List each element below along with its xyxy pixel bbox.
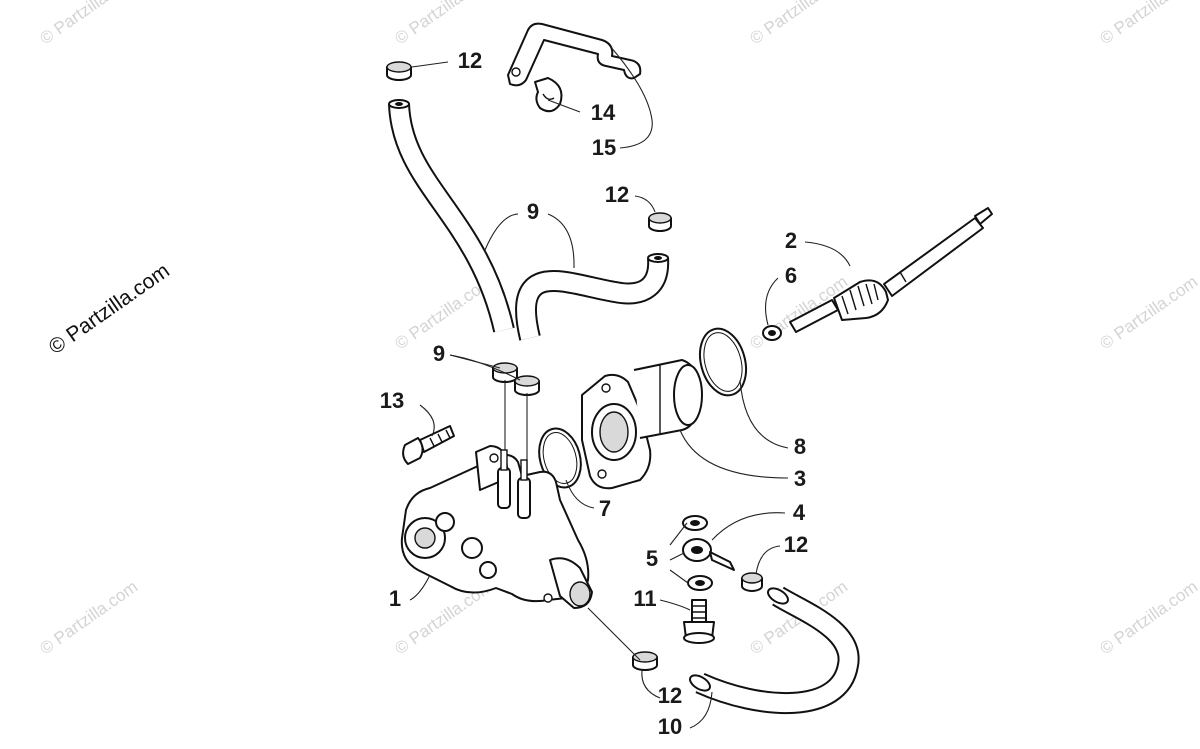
pump-housing-part [581, 359, 703, 490]
watermark-tile: © Partzilla.com [746, 272, 851, 353]
watermark-tile: © Partzilla.com [36, 0, 141, 48]
callout-7: 7 [599, 496, 611, 521]
callout-6: 6 [785, 263, 797, 288]
callout-5: 5 [646, 546, 658, 571]
callout-11: 11 [633, 586, 656, 611]
callout-4: 4 [793, 500, 806, 525]
callout-10: 10 [658, 714, 682, 739]
watermark-tile: © Partzilla.com [36, 577, 141, 658]
drive-shaft-part-2 [789, 207, 993, 333]
watermark-tile: © Partzilla.com [1096, 272, 1200, 353]
hose-clamp-upper-right [648, 212, 672, 232]
watermark-tile: © Partzilla.com [1096, 0, 1200, 48]
oil-pump-part-1 [400, 445, 593, 609]
hose-clamp-top [386, 61, 412, 81]
callout-12: 12 [458, 48, 482, 73]
bracket-part [507, 22, 642, 87]
clip-part [534, 77, 563, 113]
callout-3: 3 [794, 466, 806, 491]
watermark-tile: © Partzilla.com [746, 0, 851, 48]
o-ring-part-8 [698, 327, 748, 397]
vent-hose-short [515, 253, 670, 341]
callout-13: 13 [380, 388, 404, 413]
callout-2: 2 [785, 228, 797, 253]
leader-lines [409, 45, 851, 729]
washer-part-6 [762, 325, 782, 341]
callout-8: 8 [794, 434, 806, 459]
callout-15: 15 [592, 135, 616, 160]
callout-labels: 12 14 15 9 12 2 6 9 13 8 3 7 4 5 12 1 11… [380, 48, 808, 739]
oil-line-part-10 [689, 586, 860, 715]
banjo-fitting-part [682, 515, 735, 591]
callout-14: 14 [591, 100, 616, 125]
bolt-part-13 [402, 425, 455, 465]
vent-hose-long [388, 99, 515, 333]
callout-9: 9 [527, 199, 539, 224]
watermark-tile: © Partzilla.com [1096, 577, 1200, 658]
brand-watermark: © Partzilla.com [45, 259, 174, 359]
callout-1: 1 [389, 586, 401, 611]
callout-12: 12 [605, 182, 629, 207]
callout-9: 9 [433, 341, 445, 366]
watermark-tiles: © Partzilla.com © Partzilla.com © Partzi… [36, 0, 1200, 658]
callout-12: 12 [658, 683, 682, 708]
callout-12: 12 [784, 532, 808, 557]
banjo-bolt-part-11 [683, 599, 715, 644]
hose-clamp-lower-right [741, 572, 763, 592]
watermark-tile: © Partzilla.com [391, 0, 496, 48]
hose-clamp-lower-mid [632, 651, 658, 671]
